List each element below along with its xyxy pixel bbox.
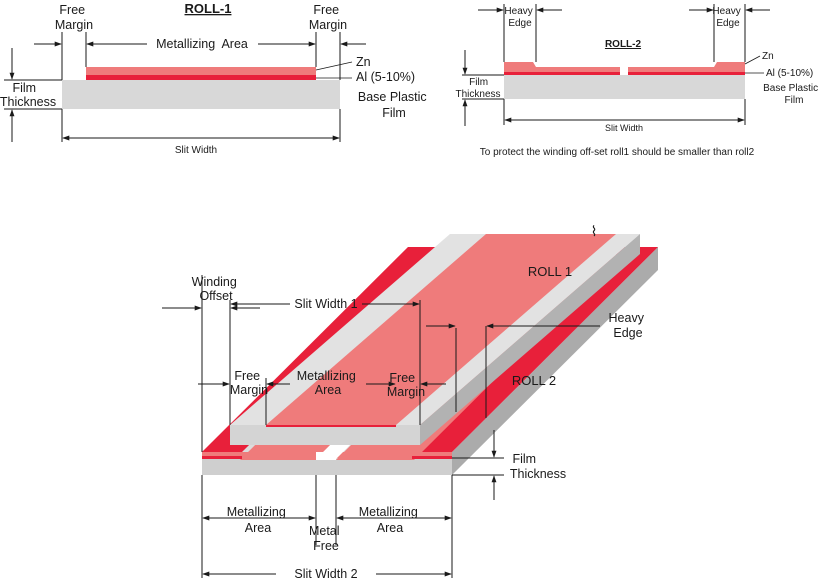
roll1-film-thickness-line2: Thickness — [0, 95, 56, 109]
roll2-front-al-left — [202, 456, 242, 459]
roll1-free-margin-left-label: Free Margin — [55, 3, 93, 32]
iso-metallizing-right-label: Metallizing Area — [359, 505, 422, 535]
iso-free-margin-left-line2: Margin — [230, 383, 268, 397]
isometric-winding-view: ROLL 2 ROLL 1 ⌇ Winding Offset Slit Widt… — [162, 223, 658, 581]
iso-metal-free-line1: Metal — [309, 524, 340, 538]
winding-offset-label: Winding Offset — [192, 275, 241, 303]
iso-metallizing-top-line2: Area — [315, 383, 341, 397]
roll2-film-thickness-line2: Thickness — [455, 89, 500, 100]
roll2-zn-label: Zn — [762, 51, 774, 62]
iso-metallizing-top-line1: Metallizing — [297, 369, 356, 383]
roll1-metal — [266, 234, 616, 425]
roll1-base-film-line1: Base Plastic — [358, 90, 427, 104]
roll1-metallizing-area-label: Metallizing Area — [156, 37, 248, 51]
roll2-base-film-line1: Base Plastic — [763, 83, 818, 94]
roll1-film-thickness-line1: Film — [12, 81, 36, 95]
iso-metallizing-right-line1: Metallizing — [359, 505, 418, 519]
slit-width-2-label: Slit Width 2 — [294, 567, 357, 581]
iso-free-margin-left-line1: Free — [234, 369, 260, 383]
roll1-al-label: Al (5-10%) — [356, 70, 415, 84]
iso-free-margin-right-label: Free Margin — [387, 371, 425, 399]
iso-metallizing-left-line2: Area — [245, 521, 271, 535]
roll1-al-layer — [86, 75, 316, 80]
roll1-section: ROLL-1 Free Margin Free Margin Metallizi… — [0, 1, 430, 156]
roll2-base-film — [504, 75, 745, 99]
roll2-heavy-edge-left-line1: Heavy — [504, 6, 532, 17]
roll2-note: To protect the winding off-set roll1 sho… — [480, 147, 755, 158]
roll1-strip-front — [230, 425, 420, 445]
roll2-zn-layer-left — [504, 62, 620, 72]
roll2-heavy-edge-left-label: Heavy Edge — [504, 6, 535, 29]
roll1-free-margin-left-line1: Free — [59, 3, 85, 17]
roll2-slit-width-label: Slit Width — [605, 123, 643, 133]
roll1-title: ROLL-1 — [185, 1, 232, 16]
iso-metal-free-label: Metal Free — [309, 524, 343, 553]
winding-offset-line1: Winding — [192, 275, 237, 289]
roll2-heavy-edge-right-line2: Edge — [716, 18, 740, 29]
slit-width-1-label: Slit Width 1 — [294, 297, 357, 311]
heavy-edge-label: Heavy Edge — [609, 311, 648, 340]
iso-metallizing-top-label: Metallizing Area — [297, 369, 360, 397]
winding-offset-line2: Offset — [199, 289, 233, 303]
roll1-free-margin-right-line2: Margin — [309, 18, 347, 32]
iso-metal-free-line2: Free — [313, 539, 339, 553]
roll2-zn-layer-right — [628, 62, 745, 72]
iso-film-thickness-label: Film Thickness — [510, 452, 566, 481]
roll1-base-film — [62, 80, 340, 109]
roll2-strip-side — [452, 247, 658, 475]
roll2-heavy-edge-left-line2: Edge — [508, 18, 532, 29]
roll1-film-thickness-label: Film Thickness — [0, 81, 56, 109]
roll1-free-margin-right-line1: Free — [313, 3, 339, 17]
roll2-zn-leader — [744, 55, 761, 65]
roll1-iso-label: ROLL 1 — [528, 264, 572, 279]
roll1-zn-leader — [315, 61, 353, 71]
roll2-film-thickness-line1: Film — [469, 77, 488, 88]
roll2-section: Heavy Edge Heavy Edge ROLL-2 Zn Al (5-10… — [455, 4, 821, 158]
roll1-slit-width-label: Slit Width — [175, 145, 217, 156]
roll1-free-margin-right-label: Free Margin — [309, 3, 347, 32]
roll2-film-thickness-label: Film Thickness — [455, 77, 500, 100]
roll2-base-film-line2: Film — [785, 95, 804, 106]
roll2-title: ROLL-2 — [605, 39, 642, 50]
roll1-base-film-label: Base Plastic Film — [358, 90, 430, 120]
roll2-heavy-edge-right-label: Heavy Edge — [712, 6, 743, 29]
roll2-al-layer-right — [628, 72, 745, 75]
roll1-zn-label: Zn — [356, 55, 371, 69]
iso-film-thickness-line2: Thickness — [510, 467, 566, 481]
iso-metallizing-left-line1: Metallizing — [227, 505, 286, 519]
roll1-free-margin-left-line2: Margin — [55, 18, 93, 32]
iso-metallizing-left-label: Metallizing Area — [227, 505, 290, 535]
roll1-base-film-line2: Film — [382, 106, 406, 120]
heavy-edge-line1: Heavy — [609, 311, 645, 325]
iso-metallizing-right-line2: Area — [377, 521, 403, 535]
iso-free-margin-right-line2: Margin — [387, 385, 425, 399]
roll2-al-label: Al (5-10%) — [766, 68, 813, 79]
heavy-edge-line2: Edge — [613, 326, 642, 340]
roll2-al-layer-left — [504, 72, 620, 75]
roll2-front-al-right — [412, 456, 452, 459]
iso-free-margin-right-line1: Free — [389, 371, 415, 385]
roll1-strip-side — [420, 234, 640, 445]
roll2-iso-label: ROLL 2 — [512, 373, 556, 388]
roll2-heavy-edge-right-line1: Heavy — [712, 6, 740, 17]
roll1-zn-layer — [86, 67, 316, 75]
roll2-base-film-label: Base Plastic Film — [763, 83, 821, 106]
iso-free-margin-left-label: Free Margin — [230, 369, 268, 397]
break-symbol-icon: ⌇ — [591, 223, 598, 239]
iso-film-thickness-line1: Film — [512, 452, 536, 466]
